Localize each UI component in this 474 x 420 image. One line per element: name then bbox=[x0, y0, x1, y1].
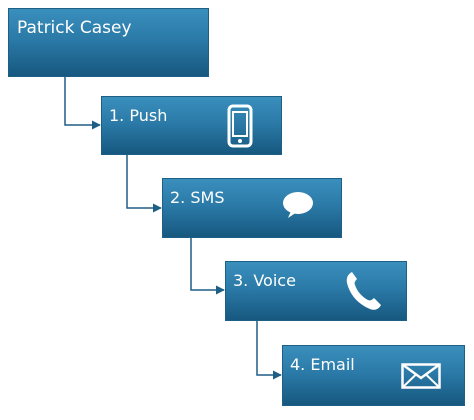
connector-sms-to-voice bbox=[190, 238, 225, 295]
connector-push-to-sms bbox=[126, 155, 162, 213]
step-label-voice: 3. Voice bbox=[233, 271, 296, 290]
connector-root-to-push bbox=[64, 77, 101, 130]
connector-voice-to-email bbox=[256, 321, 282, 380]
step-label-push: 1. Push bbox=[109, 106, 168, 125]
contact-name: Patrick Casey bbox=[17, 18, 132, 38]
step-label-sms: 2. SMS bbox=[170, 188, 225, 207]
phone-handset-icon bbox=[344, 270, 382, 316]
step-label-email: 4. Email bbox=[290, 355, 355, 374]
speech-bubble-icon bbox=[282, 191, 314, 223]
step-box-voice: 3. Voice bbox=[225, 261, 407, 321]
envelope-icon bbox=[401, 363, 441, 393]
step-box-sms: 2. SMS bbox=[162, 178, 342, 238]
step-box-push: 1. Push bbox=[101, 96, 282, 155]
mobile-phone-icon bbox=[227, 104, 253, 152]
step-box-email: 4. Email bbox=[282, 345, 465, 406]
contact-box: Patrick Casey bbox=[8, 8, 209, 77]
